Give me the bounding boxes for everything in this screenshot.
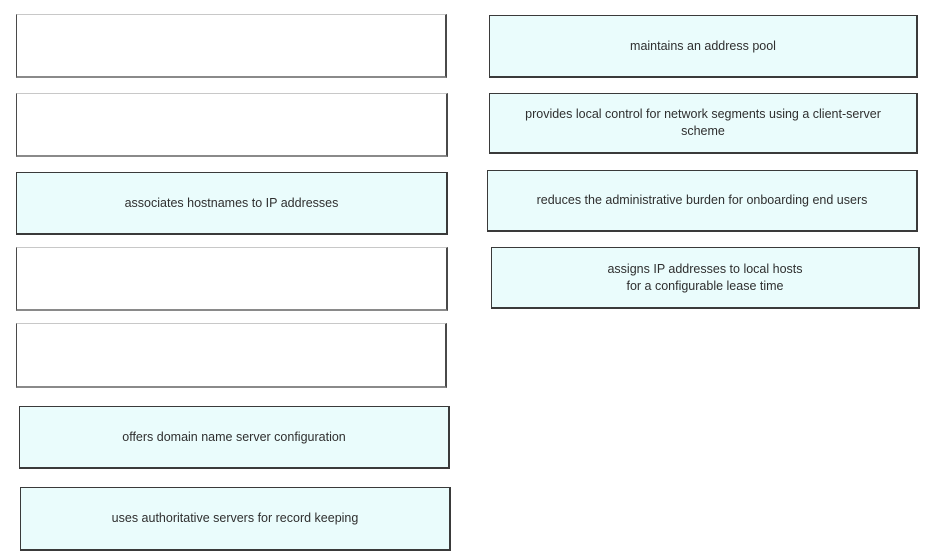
option-maintains-address-pool[interactable]: maintains an address pool [489,15,918,78]
option-reduces-admin-burden[interactable]: reduces the administrative burden for on… [487,170,918,232]
option-provides-local-control[interactable]: provides local control for network segme… [489,93,918,154]
option-assigns-ip-addresses[interactable]: assigns IP addresses to local hosts for … [491,247,920,309]
option-label: uses authoritative servers for record ke… [111,511,359,525]
drop-target-4[interactable] [16,247,448,311]
option-offers-dns-config[interactable]: offers domain name server configuration [19,406,450,469]
option-label: offers domain name server configuration [122,429,346,444]
drop-target-5[interactable] [16,323,447,388]
drop-target-1[interactable] [16,14,447,78]
option-authoritative-servers[interactable]: uses authoritative servers for record ke… [20,487,451,551]
option-label: maintains an address pool [630,38,776,53]
option-associates-hostnames[interactable]: associates hostnames to IP addresses [16,172,448,235]
option-label: reduces the administrative burden for on… [536,193,868,207]
option-label: associates hostnames to IP addresses [124,195,339,210]
option-label: provides local control for network segme… [525,107,881,138]
drop-target-2[interactable] [16,93,448,157]
option-label: assigns IP addresses to local hosts for … [607,261,803,293]
